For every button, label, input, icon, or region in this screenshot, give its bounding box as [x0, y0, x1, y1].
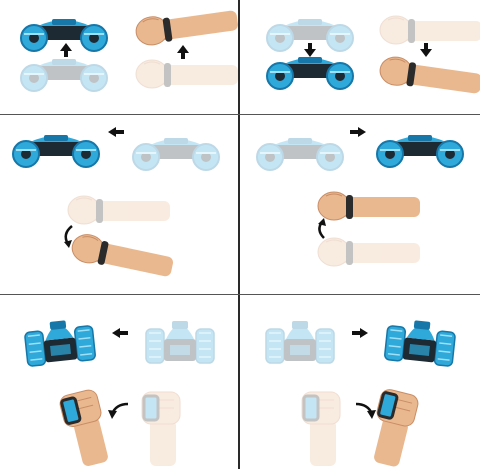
- panel-lower-wrist: [266, 15, 480, 98]
- curved-arrow-head-icon: [318, 218, 326, 226]
- car-faded: [256, 137, 344, 171]
- arrow-up-icon: [60, 43, 72, 57]
- panel-tilt-right: [265, 316, 458, 469]
- curved-arrow-head-icon: [108, 410, 117, 419]
- fist-tilting: [56, 386, 115, 469]
- car-faded: [132, 137, 220, 171]
- panel-twist-right: [256, 127, 464, 267]
- vertical-divider: [238, 0, 240, 469]
- curved-arrow-head-icon: [64, 240, 72, 248]
- arrow-left-icon: [112, 328, 128, 338]
- hand-raised: [133, 4, 240, 48]
- car-tilting: [22, 316, 97, 368]
- car-lowered: [266, 56, 354, 90]
- hand-faded: [67, 195, 171, 225]
- panel-tilt-left: [22, 316, 215, 469]
- arrow-down-icon: [304, 43, 316, 57]
- curved-arrow-head-icon: [367, 410, 376, 419]
- car-twisting: [12, 134, 100, 168]
- fist-tilting: [363, 386, 422, 469]
- hand-faded: [135, 59, 239, 89]
- arrow-left-icon: [108, 127, 124, 137]
- hand-faded: [379, 15, 480, 45]
- horizontal-divider-1: [0, 114, 480, 115]
- car-faded: [20, 58, 108, 92]
- car-faded: [145, 320, 215, 364]
- arrow-right-icon: [350, 127, 366, 137]
- arrow-down-icon: [420, 43, 432, 57]
- panel-twist-left: [12, 127, 220, 281]
- fist-faded: [300, 390, 342, 468]
- car-faded: [265, 320, 335, 364]
- arrow-right-icon: [352, 328, 368, 338]
- hand-faded: [317, 237, 421, 267]
- car-twisting: [376, 134, 464, 168]
- hand-twisting: [69, 231, 176, 281]
- fist-faded: [140, 390, 182, 468]
- hand-twisting: [317, 191, 421, 221]
- arrow-up-icon: [177, 45, 189, 59]
- horizontal-divider-2: [0, 294, 480, 295]
- car-tilting: [383, 316, 458, 368]
- panel-raise-wrist: [20, 4, 240, 92]
- hand-lowered: [377, 54, 480, 98]
